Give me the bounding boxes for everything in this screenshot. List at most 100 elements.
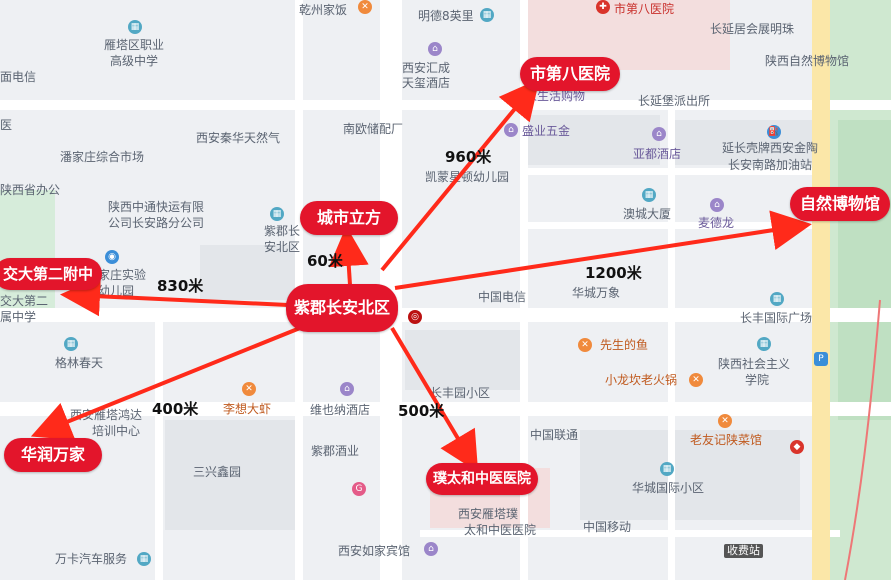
destination-putaihe[interactable]: 璞太和中医医院 (426, 463, 538, 495)
parking-icon[interactable]: P (814, 352, 828, 366)
restaurant-icon[interactable]: ✕ (242, 382, 256, 396)
destination-museum[interactable]: 自然博物馆 (790, 187, 890, 221)
shop-icon[interactable]: ⌂ (710, 198, 724, 212)
map-label: 西安汇成 (402, 61, 451, 75)
map-label: 万卡汽车服务 (55, 552, 128, 566)
toll-station-label: 收费站 (724, 544, 763, 558)
building-block (675, 120, 825, 165)
road (155, 320, 163, 580)
hospital-icon[interactable]: ✚ (596, 0, 610, 14)
map-label: 西安秦华天然气 (196, 131, 281, 145)
map-label: 明德8英里 (418, 9, 474, 23)
building-icon[interactable]: ▦ (128, 20, 142, 34)
map-label: 凯蒙星顿幼儿园 (425, 170, 510, 184)
map-label: 华城国际小区 (632, 481, 705, 495)
hotel-icon[interactable]: ⌂ (424, 542, 438, 556)
arrow-huarun (30, 326, 301, 441)
map-label: 麦德龙 (698, 216, 735, 230)
map-label: 紫郡长 (264, 224, 301, 238)
hotel-icon[interactable]: ⌂ (652, 127, 666, 141)
map-label: 盛业五金 (522, 124, 571, 138)
building-icon[interactable]: ▦ (480, 8, 494, 22)
destination-citycube[interactable]: 城市立方 (300, 201, 398, 235)
map-label: 雁塔区职业 (104, 38, 165, 52)
arrow-museum (394, 210, 812, 290)
building-icon[interactable]: ▦ (642, 188, 656, 202)
map-label: 长延堡派出所 (638, 94, 711, 108)
map-label: 紫郡酒业 (311, 444, 360, 458)
building-icon[interactable]: ▦ (64, 337, 78, 351)
map-label: 亚都酒店 (633, 147, 682, 161)
destination-jiaoda[interactable]: 交大第二附中 (0, 258, 102, 290)
gas-station-icon[interactable]: ⛽ (767, 125, 781, 139)
center-location[interactable]: 紫郡长安北区 (286, 284, 398, 332)
map-label: 长延居会展明珠 (710, 22, 795, 36)
map-label: 陕西中通快运有限 (108, 200, 205, 214)
building-block (525, 115, 660, 165)
road (668, 105, 675, 580)
building-icon[interactable]: ▦ (770, 292, 784, 306)
school-green (0, 190, 55, 320)
hotel-icon[interactable]: ⌂ (340, 382, 354, 396)
map-label: 维也纳酒店 (310, 403, 371, 417)
map-label: 李想大虾 (223, 402, 272, 416)
map-label: 医 (0, 118, 13, 132)
restaurant-icon[interactable]: ✕ (358, 0, 372, 14)
map-label: 高级中学 (110, 54, 159, 68)
distance-jiaoda: 830米 (157, 277, 204, 295)
map-label: 公司长安路分公司 (108, 216, 205, 230)
restaurant-icon[interactable]: ✕ (689, 373, 703, 387)
map-label: 长安南路加油站 (728, 158, 813, 172)
park-area-lower (838, 120, 891, 420)
map-label: 学院 (745, 373, 770, 387)
arrow-citycube (328, 226, 369, 286)
distance-citycube: 60米 (307, 252, 343, 270)
restaurant-icon[interactable]: ✕ (718, 414, 732, 428)
building-icon[interactable]: ▦ (137, 552, 151, 566)
building-block (200, 245, 295, 300)
shop-icon[interactable]: G (352, 482, 366, 496)
map-label: 家生活购物 (525, 89, 586, 103)
restaurant-brand-icon[interactable]: ◆ (790, 440, 804, 454)
map-label: 面电信 (0, 70, 37, 84)
destination-huarun[interactable]: 华润万家 (4, 438, 102, 472)
map-label: 交大第二 (0, 294, 49, 308)
building-icon[interactable]: ▦ (757, 337, 771, 351)
map-label: 安北区 (264, 240, 301, 254)
map-label: 老友记陕菜馆 (690, 433, 763, 447)
distance-huarun: 400米 (152, 400, 199, 418)
map-label: 乾州家饭 (299, 3, 348, 17)
metro-icon[interactable]: ◎ (408, 310, 422, 324)
map-label: 潘家庄综合市场 (60, 150, 145, 164)
map-label: 长丰国际广场 (740, 311, 813, 325)
map-label: 西安雁塔璞 (458, 507, 519, 521)
map-label: 培训中心 (92, 424, 141, 438)
pin-icon[interactable]: ◉ (105, 250, 119, 264)
road (520, 0, 528, 580)
map-label: 三兴鑫园 (193, 465, 242, 479)
building-icon[interactable]: ▦ (270, 207, 284, 221)
map-label: 家庄实验 (98, 268, 147, 282)
distance-putaihe: 500米 (398, 402, 445, 420)
distance-hospital8: 960米 (445, 148, 492, 166)
hotel-icon[interactable]: ⌂ (428, 42, 442, 56)
shop-icon[interactable]: ⌂ (504, 123, 518, 137)
destination-hospital8[interactable]: 市第八医院 (520, 57, 620, 91)
building-block (165, 420, 295, 530)
map-label: 延长壳牌西安金陶 (722, 141, 819, 155)
map-label: 长丰园小区 (430, 386, 491, 400)
map-label: 澳城大厦 (623, 207, 672, 221)
map-label: 太和中医医院 (464, 523, 537, 537)
map-label: 天玺酒店 (402, 76, 451, 90)
arrow-jiaoda (60, 276, 289, 317)
map-label: 华城万象 (572, 286, 621, 300)
restaurant-icon[interactable]: ✕ (578, 338, 592, 352)
arrow-hospital8 (380, 78, 540, 272)
map-label: 南欧储配厂 (343, 122, 404, 136)
building-icon[interactable]: ▦ (660, 462, 674, 476)
map-label: 陕西社会主义 (718, 357, 791, 371)
map-label: 陕西省办公 (0, 183, 61, 197)
